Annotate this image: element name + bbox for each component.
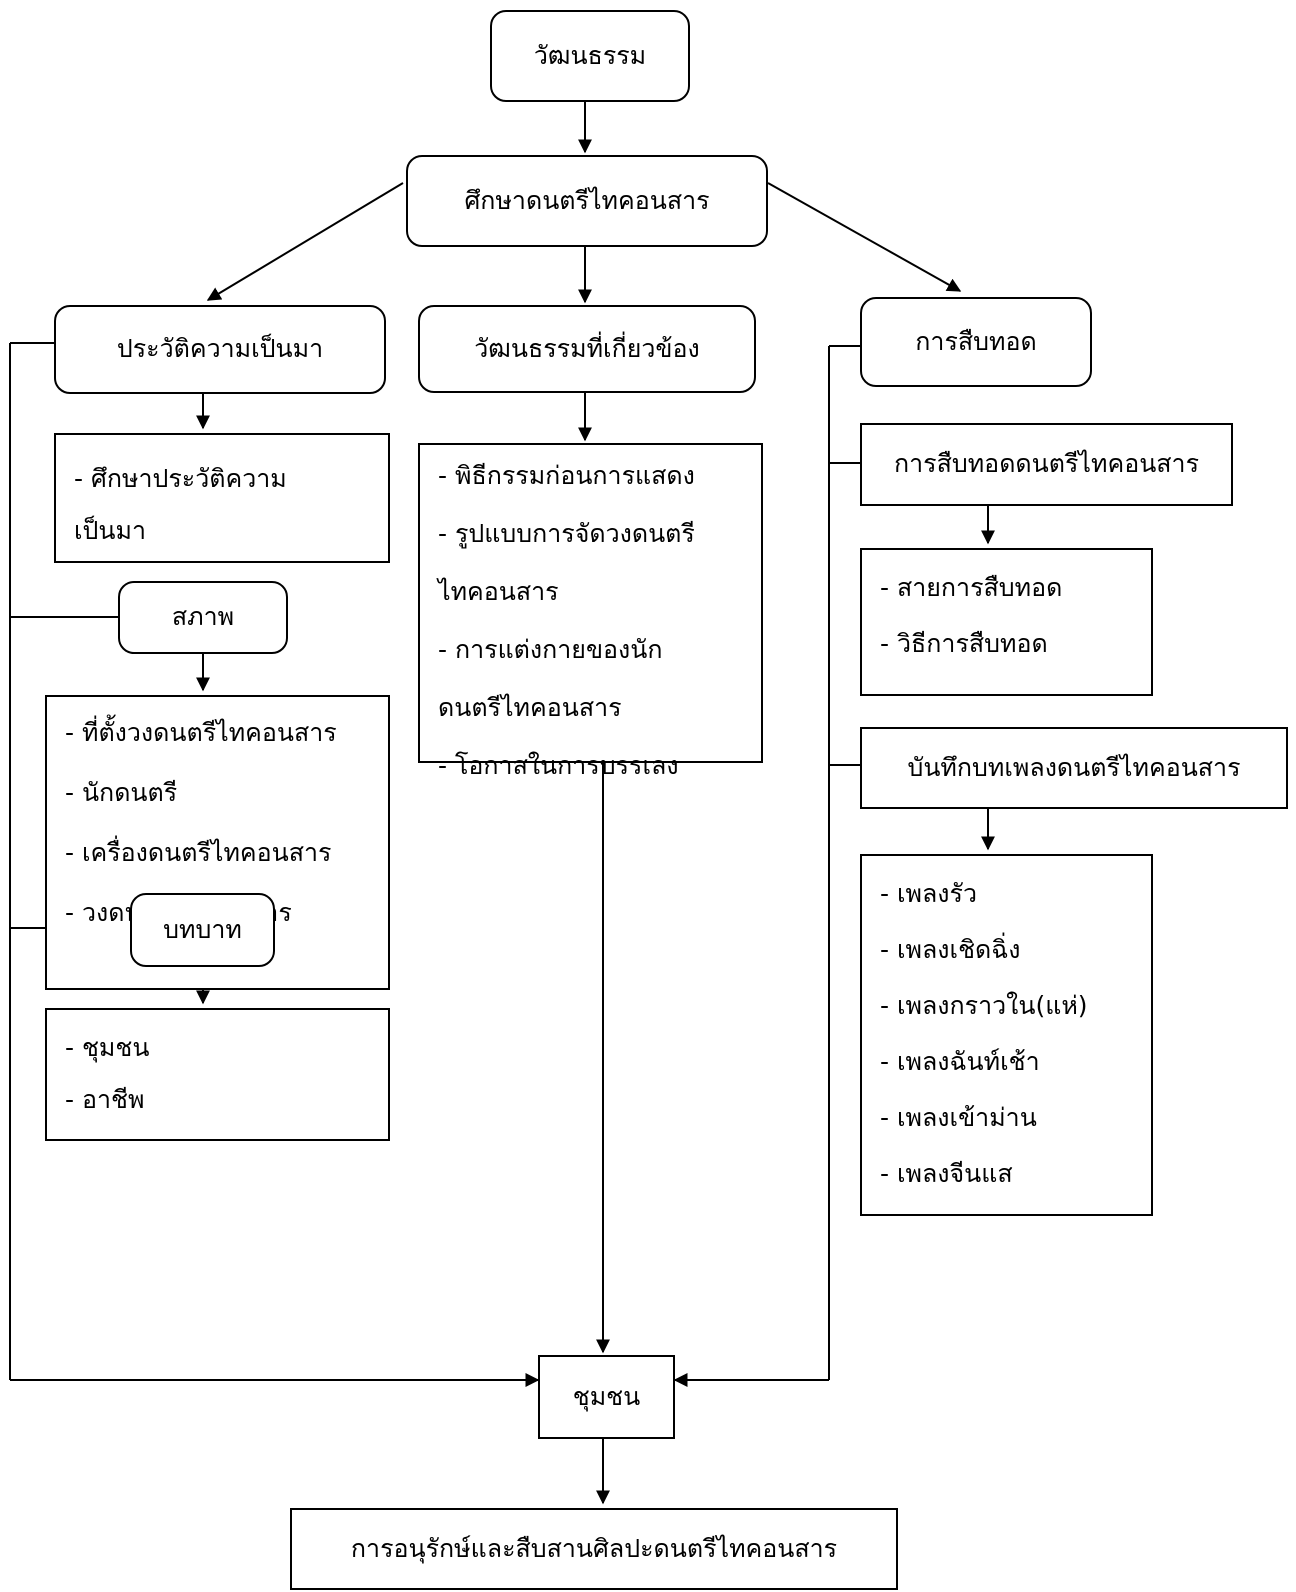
list-inheritance: - สายการสืบทอด - วิธีการสืบทอด: [860, 548, 1153, 696]
node-history: ประวัติความเป็นมา: [54, 305, 386, 394]
list-role-item: - อาชีพ: [65, 1085, 145, 1114]
node-condition: สภาพ: [118, 581, 288, 654]
node-culture-label: วัฒนธรรม: [533, 40, 647, 70]
list-related-culture-item: - โอกาสในการบรรเลง: [438, 751, 679, 780]
list-songs-item: - เพลงกราวใน(แห่): [880, 991, 1088, 1020]
list-condition-item: - ที่ตั้งวงดนตรีไทคอนสาร: [65, 718, 337, 747]
list-related-culture-item: - พิธีกรรมก่อนการแสดง: [438, 461, 695, 490]
node-role: บทบาท: [130, 893, 275, 967]
node-community: ชุมชน: [538, 1355, 675, 1439]
list-condition-item: - เครื่องดนตรีไทคอนสาร: [65, 838, 332, 867]
node-study-label: ศึกษาดนตรีไทคอนสาร: [464, 185, 710, 215]
list-inheritance-item: - วิธีการสืบทอด: [880, 629, 1048, 658]
list-related-culture-item: - รูปแบบการจัดวงดนตรี ไทคอนสาร: [438, 519, 695, 606]
arrow-study-to-inheritance: [767, 182, 962, 292]
list-history-item: - ศึกษาประวัติความ เป็นมา: [74, 464, 287, 545]
node-song-record: บันทึกบทเพลงดนตรีไทคอนสาร: [860, 727, 1288, 809]
node-inheritance: การสืบทอด: [860, 297, 1092, 387]
node-study: ศึกษาดนตรีไทคอนสาร: [406, 155, 768, 247]
list-songs-item: - เพลงเชิดฉิ่ง: [880, 935, 1021, 964]
list-role-item: - ชุมชน: [65, 1033, 150, 1062]
list-songs-item: - เพลงเข้าม่าน: [880, 1103, 1037, 1132]
list-songs: - เพลงรัว - เพลงเชิดฉิ่ง - เพลงกราวใน(แห…: [860, 854, 1153, 1216]
list-condition-item: - นักดนตรี: [65, 778, 178, 807]
list-songs-item: - เพลงฉันท์เช้า: [880, 1047, 1040, 1076]
list-inheritance-item: - สายการสืบทอด: [880, 573, 1063, 602]
node-inheritance-music: การสืบทอดดนตรีไทคอนสาร: [860, 423, 1233, 506]
list-role: - ชุมชน - อาชีพ: [45, 1008, 390, 1141]
list-related-culture: - พิธีกรรมก่อนการแสดง - รูปแบบการจัดวงดน…: [418, 443, 763, 780]
node-related-culture-label: วัฒนธรรมที่เกี่ยวข้อง: [474, 333, 700, 363]
node-history-label: ประวัติความเป็นมา: [116, 334, 324, 364]
node-inheritance-label: การสืบทอด: [915, 326, 1037, 356]
node-inheritance-music-label: การสืบทอดดนตรีไทคอนสาร: [893, 449, 1200, 479]
arrow-study-to-history: [206, 182, 404, 301]
list-songs-item: - เพลงรัว: [880, 879, 977, 908]
node-conservation: การอนุรักษ์และสืบสานศิลปะดนตรีไทคอนสาร: [290, 1508, 898, 1590]
node-community-label: ชุมชน: [572, 1381, 641, 1411]
node-culture: วัฒนธรรม: [490, 10, 690, 102]
list-related-culture-item: - การแต่งกายของนัก ดนตรีไทคอนสาร: [438, 635, 663, 722]
node-role-label: บทบาท: [163, 914, 242, 944]
node-condition-label: สภาพ: [171, 602, 235, 632]
node-conservation-label: การอนุรักษ์และสืบสานศิลปะดนตรีไทคอนสาร: [350, 1533, 838, 1563]
node-song-record-label: บันทึกบทเพลงดนตรีไทคอนสาร: [907, 752, 1241, 782]
list-songs-item: - เพลงจีนแส: [880, 1159, 1013, 1188]
node-related-culture: วัฒนธรรมที่เกี่ยวข้อง: [418, 305, 756, 393]
list-history: - ศึกษาประวัติความ เป็นมา: [54, 433, 390, 563]
